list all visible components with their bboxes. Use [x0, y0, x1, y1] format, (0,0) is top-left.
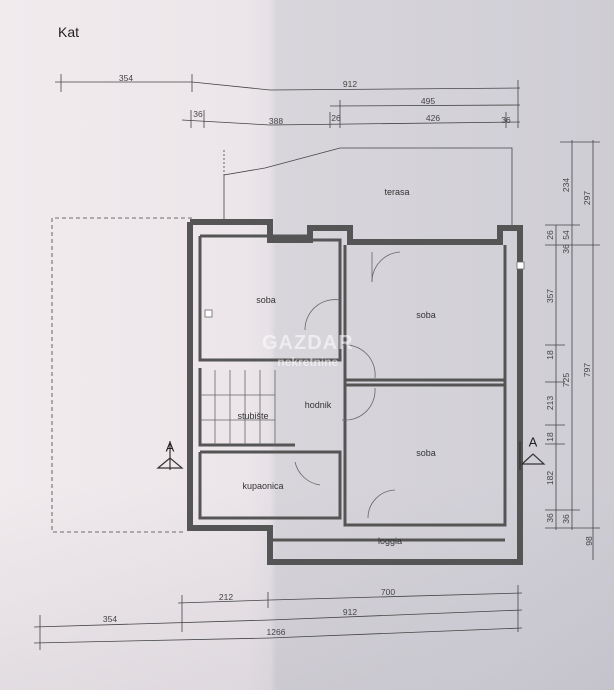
dim-label: 36: [501, 115, 511, 125]
room-label-bedroom-right-top: soba: [416, 310, 436, 320]
room-label-terrace: terasa: [384, 187, 410, 197]
section-marker-left: A: [165, 439, 175, 455]
section-marker-right: A: [528, 434, 538, 450]
watermark: GAZDAR nekretnine: [262, 332, 354, 369]
dim-label: 36: [193, 109, 203, 119]
dim-label: 18: [545, 350, 555, 360]
floor-title: Kat: [58, 24, 80, 40]
room-label-hallway: hodnik: [304, 400, 332, 410]
dim-label: 1266: [266, 627, 286, 637]
room-label-stairs: stubište: [237, 411, 269, 421]
dim-label: 213: [545, 395, 555, 411]
dim-label: 700: [380, 587, 396, 597]
dim-label: 98: [584, 536, 594, 546]
dim-label: 212: [218, 592, 234, 602]
dim-label: 36: [545, 513, 555, 523]
exterior-wall: [187, 219, 523, 565]
dim-label: 18: [545, 432, 555, 442]
dim-label: 725: [561, 372, 571, 388]
dim-label: 912: [342, 607, 358, 617]
dim-label: 912: [342, 79, 358, 89]
dim-label: 388: [268, 116, 284, 126]
room-label-bedroom-left: soba: [256, 295, 276, 305]
dim-label: 495: [420, 96, 436, 106]
room-label-loggia: loggia: [377, 536, 403, 546]
watermark-line1: GAZDAR: [262, 332, 354, 354]
dim-label: 36: [561, 514, 571, 524]
dim-label: 36: [561, 244, 571, 254]
dim-label: 26: [331, 113, 341, 123]
dim-label: 354: [102, 614, 118, 624]
dim-label: 297: [582, 190, 592, 206]
watermark-line2: nekretnine: [277, 355, 339, 369]
dim-label: 54: [561, 230, 571, 240]
dim-label: 26: [545, 230, 555, 240]
dim-label: 357: [545, 288, 555, 304]
dim-label: 354: [118, 73, 134, 83]
dim-label: 182: [545, 470, 555, 486]
room-label-bathroom: kupaonica: [242, 481, 284, 491]
room-label-bedroom-right-bottom: soba: [416, 448, 436, 458]
dim-label: 234: [561, 177, 571, 193]
dim-label: 426: [425, 113, 441, 123]
dim-label: 797: [582, 362, 592, 378]
